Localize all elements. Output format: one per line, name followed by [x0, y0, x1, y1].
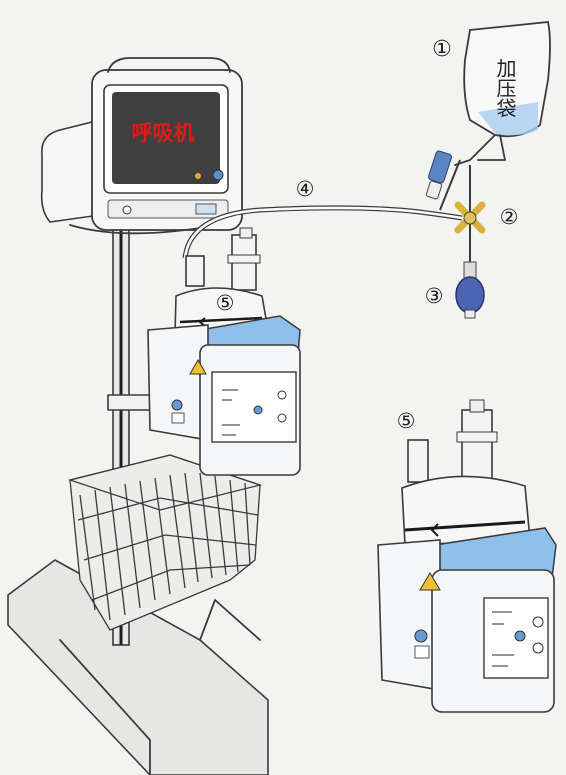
marker-4: ④: [296, 177, 315, 201]
marker-1: ①: [432, 37, 452, 62]
humidifier-detail: ⑤: [377, 399, 557, 713]
monitor-screen: [112, 92, 220, 184]
tube-4: ④: [182, 177, 463, 259]
squeeze-bulb: ③: [425, 240, 485, 319]
pressure-bag: 加压袋 ①: [432, 21, 551, 166]
marker-5-detail: ⑤: [397, 409, 416, 433]
pressure-bag-label: 加压袋: [493, 58, 517, 118]
flush-device: [425, 150, 461, 211]
marker-3: ③: [425, 284, 444, 308]
ventilator-monitor: 呼吸机: [40, 57, 243, 235]
ventilator-label: 呼吸机: [132, 121, 195, 145]
stopcock: ②: [454, 165, 519, 258]
marker-2: ②: [500, 205, 519, 229]
wire-basket: [67, 454, 263, 631]
humidifier-main: ⑤: [147, 227, 301, 476]
marker-5-main: ⑤: [216, 291, 235, 315]
monitor-knob: [212, 169, 224, 181]
